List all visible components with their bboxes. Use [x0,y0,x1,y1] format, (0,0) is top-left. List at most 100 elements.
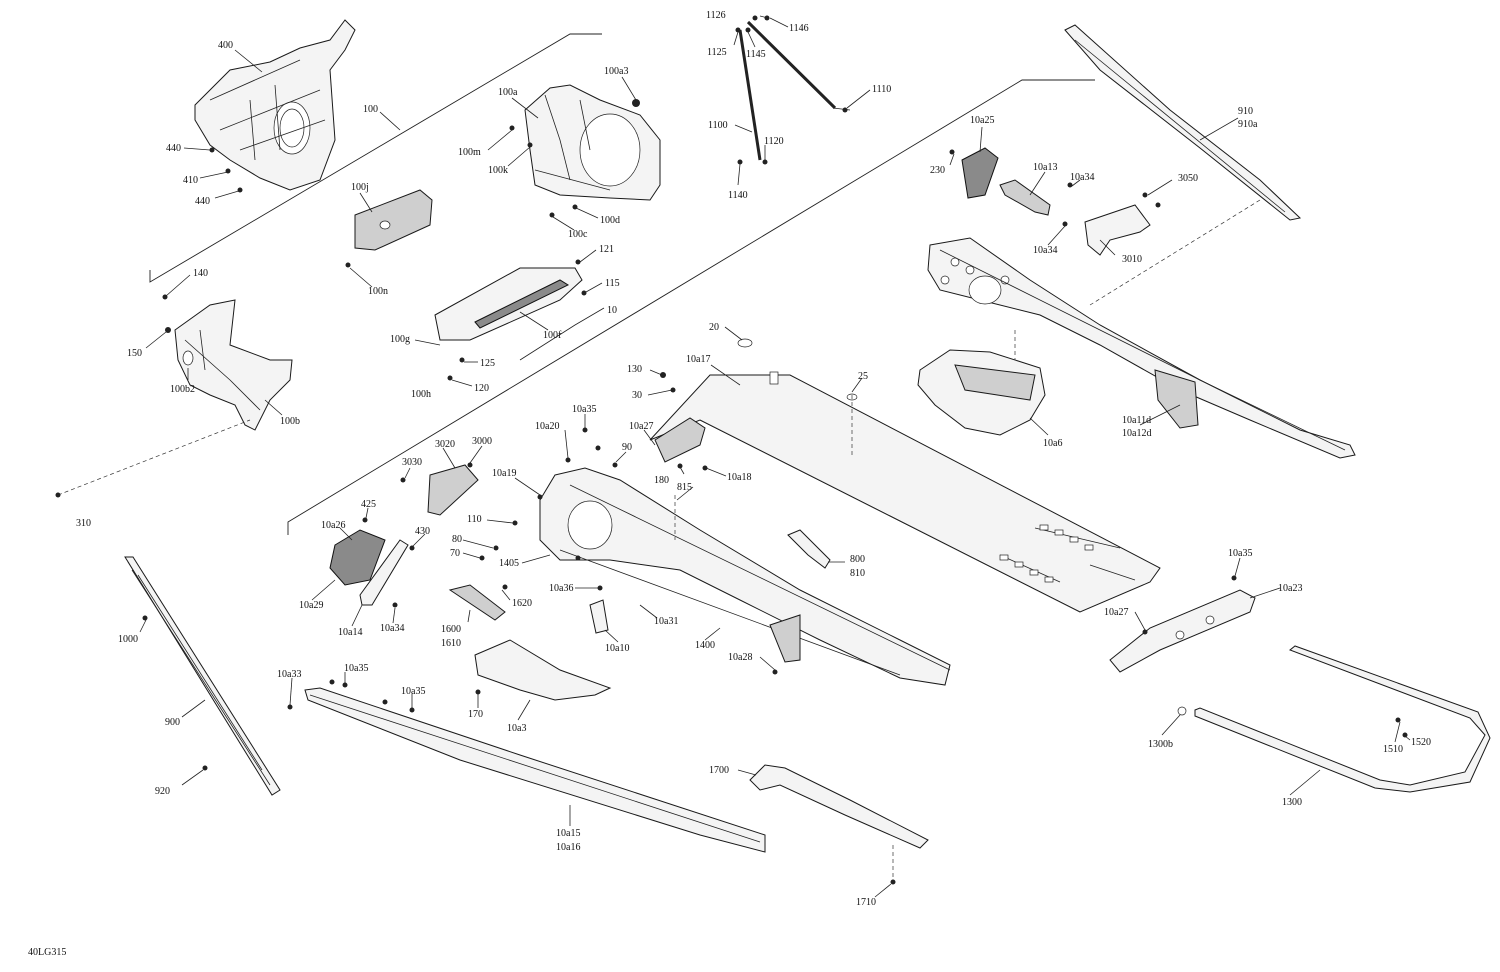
label-1620: 1620 [512,598,532,609]
label-1100: 1100 [708,120,728,131]
part-10a14-bracket [359,539,409,606]
label-3010: 3010 [1122,254,1142,265]
label-1400: 1400 [695,640,715,651]
label-100n: 100n [368,286,388,297]
label-10a27a: 10a27 [629,421,653,432]
part-10a15-rail [304,687,766,853]
label-10a26: 10a26 [321,520,345,531]
part-1300-loop [1177,645,1491,793]
label-1146: 1146 [789,23,809,34]
label-10a11d: 10a11d [1122,415,1151,426]
label-100a3: 100a3 [604,66,628,77]
label-910a: 910a [1238,119,1258,130]
label-100a: 100a [498,87,518,98]
label-20: 20 [709,322,719,333]
label-310: 310 [76,518,91,529]
label-100b2: 100b2 [170,384,195,395]
label-10a33: 10a33 [277,669,301,680]
label-1000: 1000 [118,634,138,645]
part-100b-lower-frame [174,299,293,431]
label-410: 410 [183,175,198,186]
label-1300b: 1300b [1148,739,1173,750]
label-80: 80 [452,534,462,545]
label-430: 430 [415,526,430,537]
label-10a31: 10a31 [654,616,678,627]
part-3010-bracket [1084,204,1151,256]
label-10a6: 10a6 [1043,438,1062,449]
part-900-rail [124,556,281,796]
part-10a6-housing [917,349,1046,436]
label-910: 910 [1238,106,1253,117]
label-3000: 3000 [472,436,492,447]
label-10a20: 10a20 [535,421,559,432]
label-150: 150 [127,348,142,359]
label-1126: 1126 [706,10,726,21]
label-440b: 440 [195,196,210,207]
part-400-front-frame [194,19,356,191]
label-100b: 100b [280,416,300,427]
label-10a35d: 10a35 [401,686,425,697]
part-800-bar [787,529,831,569]
label-70: 70 [450,548,460,559]
label-10a13: 10a13 [1033,162,1057,173]
part-10a10-bracket [589,599,609,634]
label-10a17: 10a17 [686,354,710,365]
label-1600: 1600 [441,624,461,635]
part-10a25-bracket [961,147,999,199]
label-100h: 100h [411,389,431,400]
label-1125: 1125 [707,47,727,58]
label-10a35a: 10a35 [572,404,596,415]
label-10a29: 10a29 [299,600,323,611]
label-425: 425 [361,499,376,510]
label-10a34a: 10a34 [1070,172,1094,183]
label-10a34b: 10a34 [1033,245,1057,256]
label-10a3: 10a3 [507,723,526,734]
label-100f: 100f [543,330,562,341]
label-1510: 1510 [1383,744,1403,755]
label-140: 140 [193,268,208,279]
label-1700: 1700 [709,765,729,776]
label-100m: 100m [458,147,481,158]
label-10a18: 10a18 [727,472,751,483]
part-10a17-tunnel-top [649,338,1161,613]
part-10a13-bracket [999,179,1051,216]
part-100f-bracket [434,267,583,341]
leader-lines [139,15,1411,898]
label-440a: 440 [166,143,181,154]
label-10a19: 10a19 [492,468,516,479]
part-100a-frame [524,84,661,201]
part-910-rail [1064,24,1302,221]
label-10a14: 10a14 [338,627,362,638]
label-1120: 1120 [764,136,784,147]
part-10a26-bracket [329,529,386,586]
label-10a23: 10a23 [1278,583,1302,594]
label-1140: 1140 [728,190,748,201]
part-10a23-rear-bracket [1109,589,1256,673]
label-10: 10 [607,305,617,316]
group-line-front [149,33,602,283]
part-10a3-plate [474,639,612,701]
label-800: 800 [850,554,865,565]
part-1100-1110-struts [738,20,851,161]
label-1610: 1610 [441,638,461,649]
part-10a11d-tunnel-side [927,237,1356,459]
label-10a15: 10a15 [556,828,580,839]
label-100d: 100d [600,215,620,226]
fasteners [55,15,1408,885]
label-25: 25 [858,371,868,382]
label-130: 130 [627,364,642,375]
part-3000-bracket [427,464,479,516]
part-1600-wedge [448,584,506,621]
align-910 [1089,199,1261,306]
label-1520: 1520 [1411,737,1431,748]
label-10a16: 10a16 [556,842,580,853]
label-10a34c: 10a34 [380,623,404,634]
label-110: 110 [467,514,482,525]
label-30: 30 [632,390,642,401]
label-100k: 100k [488,165,508,176]
label-230: 230 [930,165,945,176]
label-1145: 1145 [746,49,766,60]
label-100c: 100c [568,229,588,240]
label-10a10: 10a10 [605,643,629,654]
